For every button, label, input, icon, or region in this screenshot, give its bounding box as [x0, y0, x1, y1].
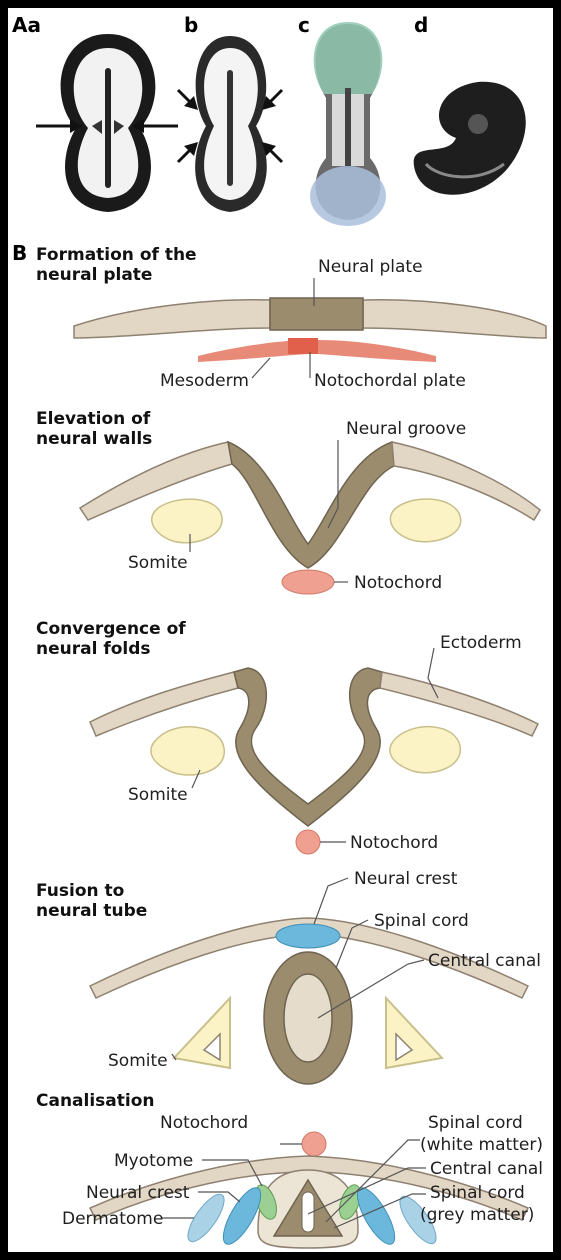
neural-crest-right: [350, 1183, 401, 1249]
somite-right: [390, 499, 460, 542]
neural-plate-shape: [270, 298, 363, 330]
label-B: B: [12, 241, 27, 265]
label-myotome: Myotome: [114, 1151, 193, 1171]
embryo-image-d: [414, 82, 526, 195]
label-somite-3: Somite: [128, 785, 188, 805]
notochord-2: [282, 570, 334, 594]
label-somite-2: Somite: [128, 553, 188, 573]
ectoderm-right: [363, 300, 546, 338]
neural-tube-figure: Aa b c d: [8, 8, 553, 1252]
stage-convergence: Convergence of neural folds Ectoderm Som…: [36, 619, 538, 854]
central-canal-4: [284, 974, 332, 1062]
stage-neural-plate: Formation of the neural plate Neural pla…: [36, 245, 546, 391]
label-spinal-cord-grey-2: (grey matter): [420, 1205, 534, 1225]
label-neural-groove: Neural groove: [346, 419, 466, 439]
notochordal-plate-shape: [288, 338, 318, 354]
neural-groove-shape: [228, 442, 394, 568]
label-neural-crest-4: Neural crest: [354, 869, 458, 889]
label-spinal-cord-white-2: (white matter): [420, 1135, 543, 1155]
embryo-image-b: [178, 36, 282, 212]
ectoderm-3: [380, 672, 538, 736]
mesoderm-right: [318, 340, 436, 362]
label-neural-crest-5: Neural crest: [86, 1183, 190, 1203]
label-spinal-cord-white-1: Spinal cord: [428, 1113, 523, 1133]
figure-panel: Aa b c d: [8, 8, 553, 1252]
label-notochord-2: Notochord: [354, 573, 442, 593]
label-mesoderm: Mesoderm: [160, 371, 249, 391]
embryo-image-a: [36, 34, 178, 212]
label-spinal-cord-grey-1: Spinal cord: [430, 1183, 525, 1203]
label-neural-plate: Neural plate: [318, 257, 423, 277]
notochord-5: [302, 1132, 326, 1156]
label-notochordal-plate: Notochordal plate: [314, 371, 466, 391]
ectoderm-left: [74, 300, 270, 338]
label-notochord-5: Notochord: [160, 1113, 248, 1133]
stage-3-title-line2: neural folds: [36, 639, 151, 659]
label-b: b: [184, 13, 198, 37]
stage-fusion: Fusion to neural tube Neural crest Spina…: [36, 869, 541, 1084]
label-somite-4: Somite: [108, 1051, 168, 1071]
label-central-canal-4: Central canal: [428, 951, 541, 971]
stage-2-title-line1: Elevation of: [36, 409, 151, 429]
somite-left: [152, 499, 222, 543]
label-notochord-3: Notochord: [350, 833, 438, 853]
label-spinal-cord-4: Spinal cord: [374, 911, 469, 931]
stage-1-title-line2: neural plate: [36, 265, 152, 285]
stage-2-title-line2: neural walls: [36, 429, 152, 449]
label-c: c: [298, 13, 310, 37]
stage-5-title: Canalisation: [36, 1091, 155, 1111]
label-central-canal-5: Central canal: [430, 1159, 543, 1179]
label-dermatome: Dermatome: [62, 1209, 163, 1229]
embryo-image-c: [310, 22, 386, 226]
neural-folds-shape: [234, 668, 382, 826]
stage-elevation: Elevation of neural walls Neural groove …: [36, 409, 540, 594]
stage-3-title-line1: Convergence of: [36, 619, 186, 639]
stage-4-title-line2: neural tube: [36, 901, 147, 921]
label-d: d: [414, 13, 428, 37]
stage-1-title-line1: Formation of the: [36, 245, 197, 265]
panel-a: Aa b c d: [12, 13, 526, 226]
stage-4-title-line1: Fusion to: [36, 881, 124, 901]
label-Aa: Aa: [12, 13, 41, 37]
neural-crest-4: [276, 924, 340, 948]
stage-canalisation: Canalisation Notochord Myotome Neural cr…: [36, 1091, 543, 1249]
label-ectoderm: Ectoderm: [440, 633, 522, 653]
